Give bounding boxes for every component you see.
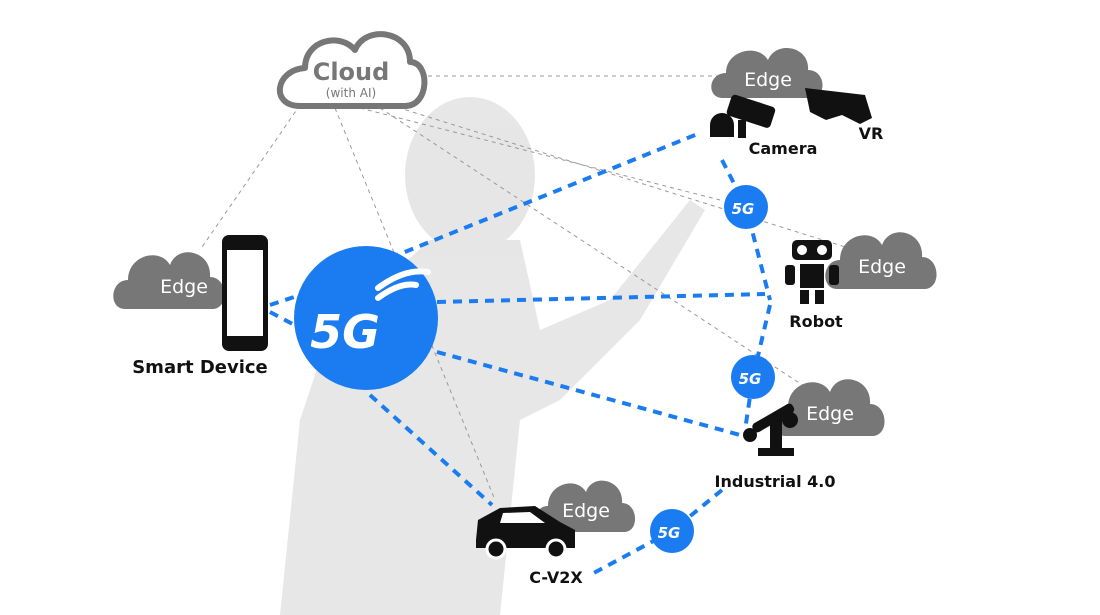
5g-node-label: 5G	[658, 524, 681, 542]
edge-label: Edge	[858, 256, 906, 278]
edge-label: Edge	[806, 403, 854, 425]
vr-label: VR	[859, 124, 884, 143]
5g-node-industrial-car: 5G	[650, 509, 694, 553]
smart-device-icon	[222, 235, 268, 351]
5g-hub: 5G	[294, 246, 438, 390]
robot-icon	[785, 240, 839, 304]
edge-label: Edge	[744, 69, 792, 91]
cloud-title: Cloud	[313, 58, 390, 86]
car-label: C-V2X	[529, 568, 583, 587]
5g-node-label: 5G	[732, 200, 755, 218]
5g-hub-label: 5G	[310, 305, 380, 359]
car-icon	[476, 506, 575, 560]
edge-cloud-vr: Edge	[711, 47, 823, 98]
edge-cloud-robot: Edge	[825, 232, 937, 289]
cloud-with-ai: Cloud (with AI)	[277, 31, 428, 109]
edge-cloud-smart-device: Edge	[113, 252, 225, 309]
industrial-robot-arm-icon	[743, 403, 798, 456]
5g-node-camera-robot: 5G	[724, 185, 768, 229]
industrial-label: Industrial 4.0	[715, 472, 836, 491]
5g-node-robot-industrial: 5G	[731, 355, 775, 399]
camera-icon	[710, 94, 776, 138]
edge-cloud-industrial: Edge	[773, 379, 885, 436]
cloud-subtitle: (with AI)	[326, 86, 376, 100]
robot-label: Robot	[789, 312, 843, 331]
edge-label: Edge	[562, 500, 610, 522]
edge-label: Edge	[160, 276, 208, 298]
signal-icon	[375, 268, 431, 301]
5g-node-label: 5G	[739, 370, 762, 388]
edge-cloud-car: Edge	[535, 480, 636, 532]
smart-device-label: Smart Device	[132, 357, 268, 378]
camera-label: Camera	[749, 139, 818, 158]
vr-headset-icon	[805, 88, 872, 124]
